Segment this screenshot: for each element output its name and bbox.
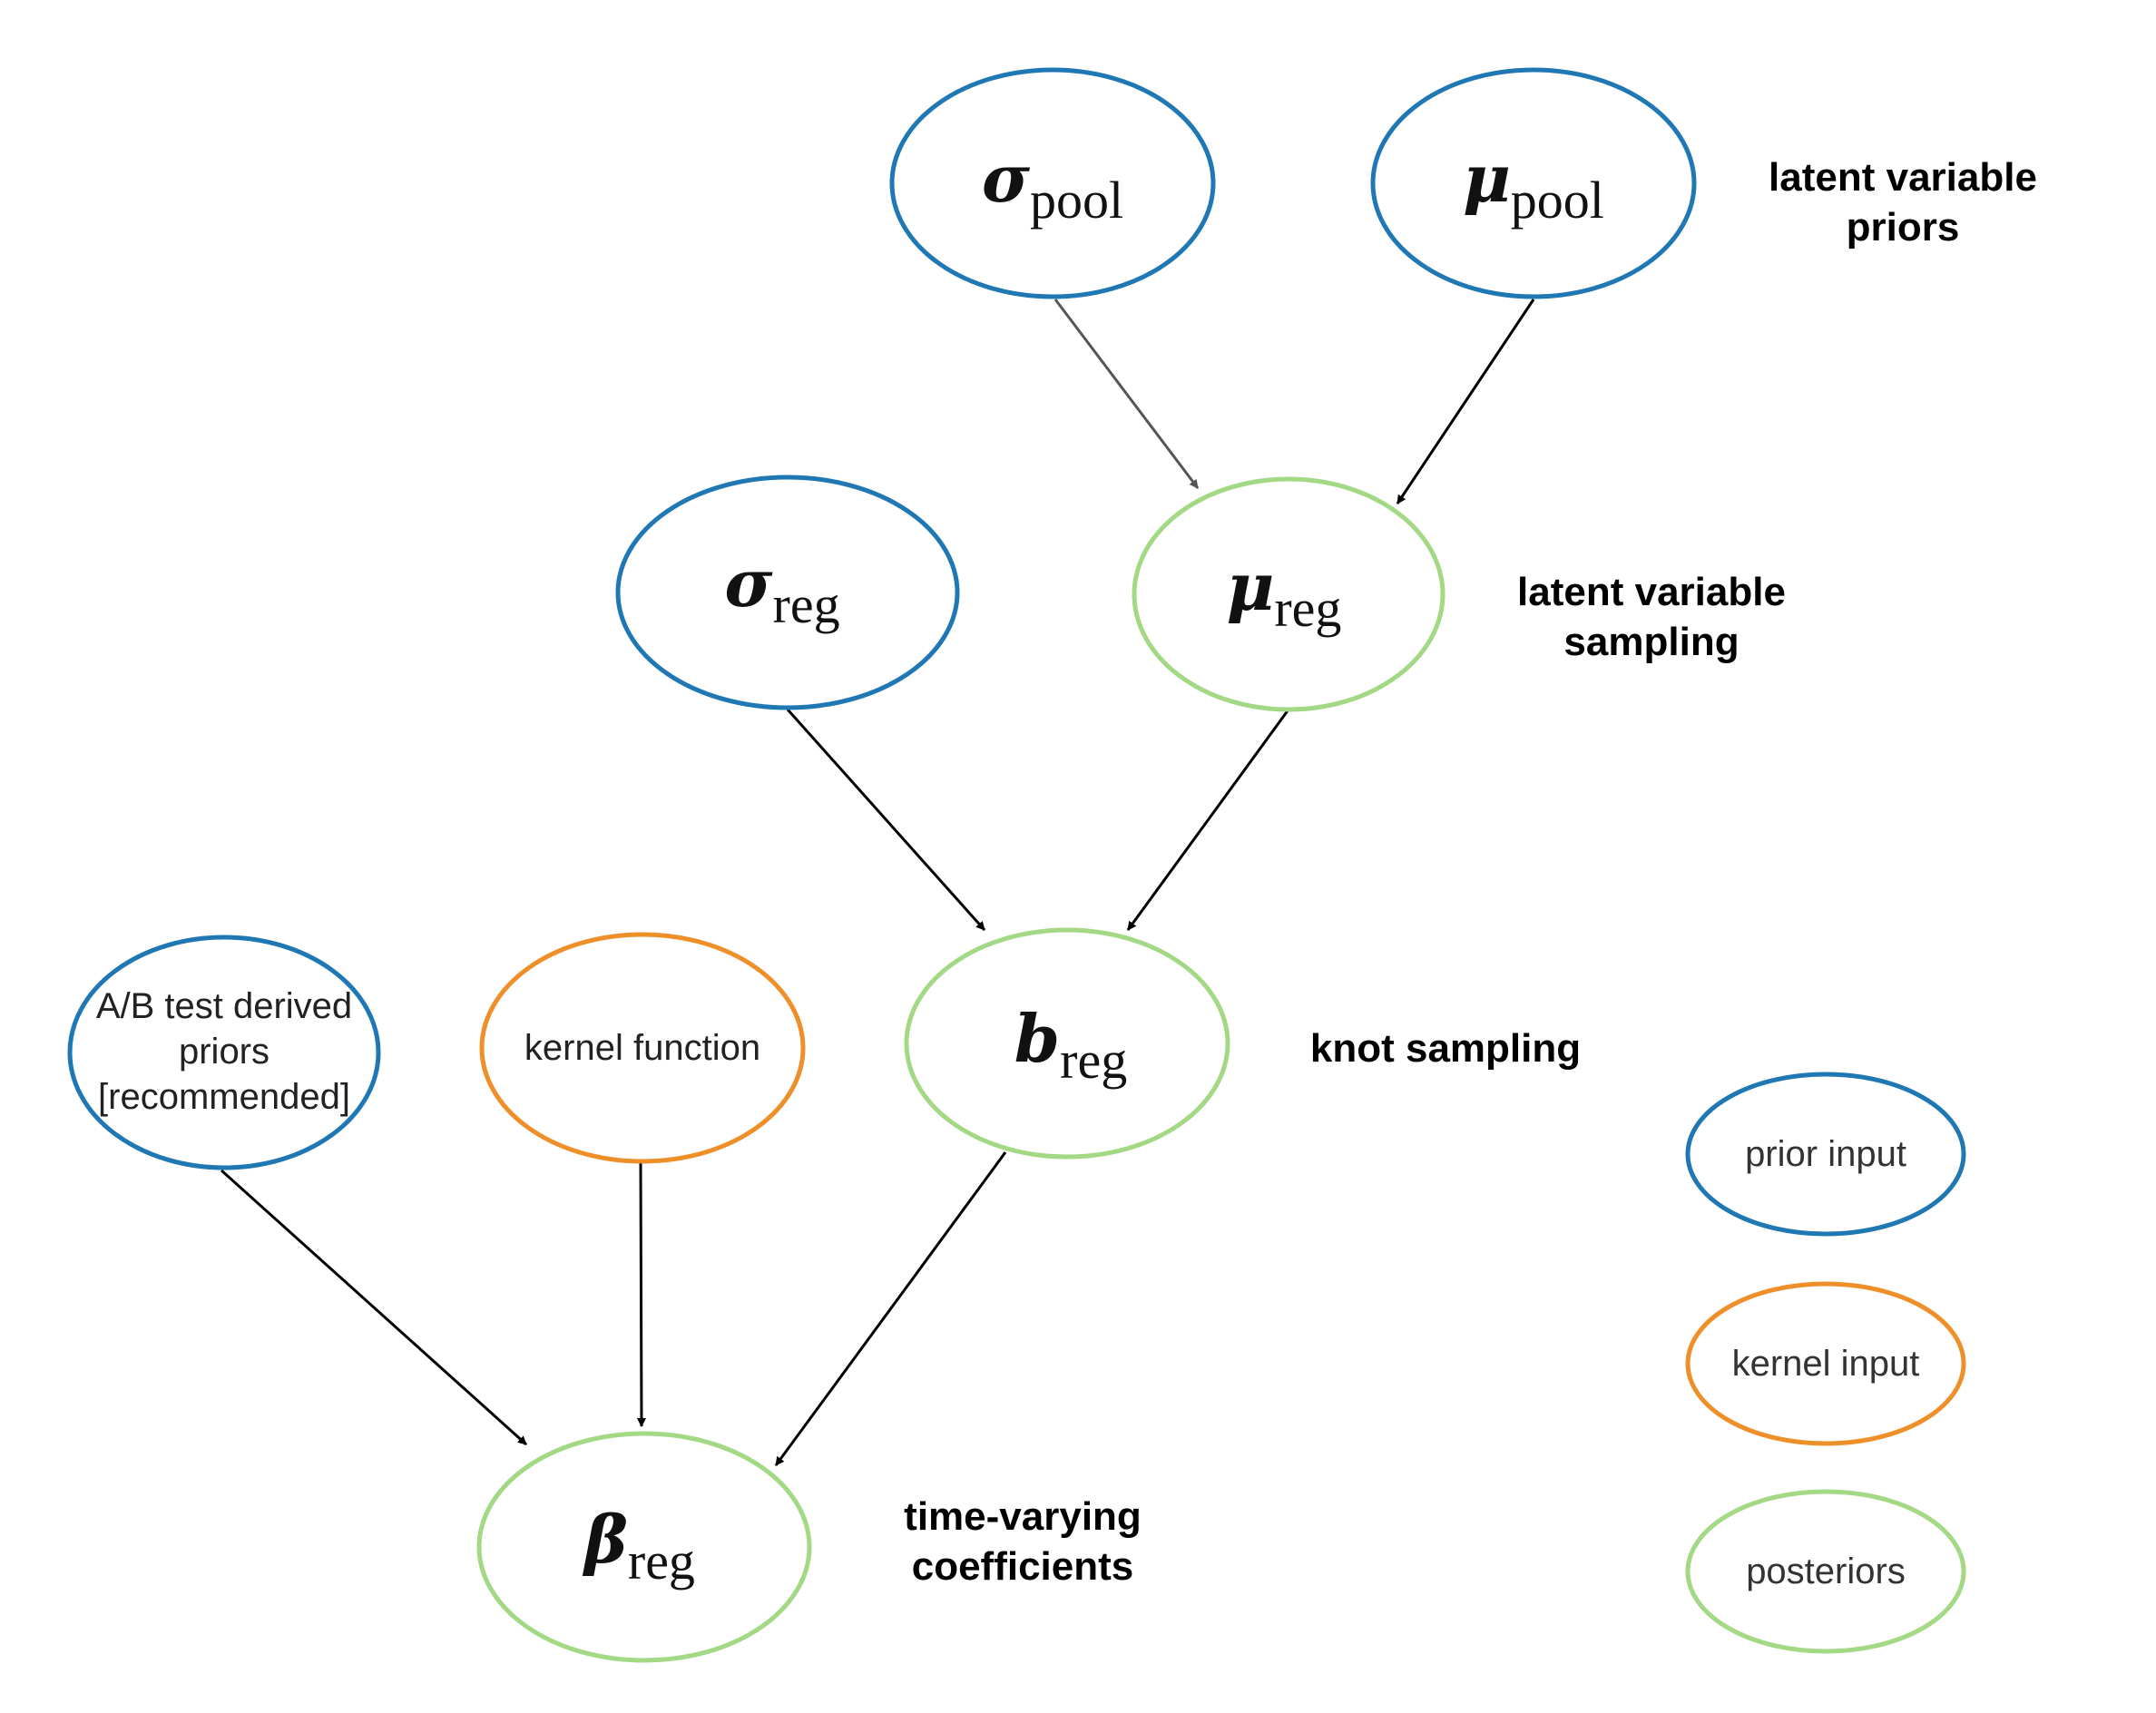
node-sigma-reg-shape xyxy=(615,475,960,710)
mu-pool-symbol: μ xyxy=(1463,140,1511,217)
stage-label-priors-line-2: priors xyxy=(1847,205,1960,250)
edge-b-reg-to-beta-reg xyxy=(774,1151,1007,1466)
legend-prior: prior input xyxy=(1685,1072,1966,1237)
node-ab-test-priors-shape xyxy=(67,935,381,1170)
edge-mu-reg-to-b-reg xyxy=(1126,709,1290,931)
stage-label-sampling-line-1: latent variable xyxy=(1517,570,1786,614)
node-mu-pool-label: μpool xyxy=(1463,140,1604,230)
node-mu-reg-label: μreg xyxy=(1227,548,1342,638)
ab-priors-line-3: [recommended] xyxy=(98,1077,350,1117)
node-mu-reg-shape xyxy=(1132,476,1446,712)
b-reg-symbol: b xyxy=(1014,1000,1060,1077)
node-sigma-reg: σreg xyxy=(615,475,960,710)
edge-sigma-pool-to-mu-reg xyxy=(1054,299,1200,489)
stage-label-knot: knot sampling xyxy=(1310,1026,1581,1071)
kernel-function-label: kernel function xyxy=(524,1028,760,1068)
node-sigma-pool: σpool xyxy=(889,67,1216,299)
mu-pool-subscript: pool xyxy=(1511,171,1604,230)
stage-labels: latent variable priors latent variable s… xyxy=(904,155,2037,1589)
stage-label-coefficients-line-2: coefficients xyxy=(912,1544,1134,1589)
node-mu-pool-shape xyxy=(1370,67,1697,299)
edge-ab-priors-to-beta-reg xyxy=(220,1169,528,1446)
legend-posterior-label: posteriors xyxy=(1746,1551,1906,1591)
stage-label-sampling-line-2: sampling xyxy=(1563,620,1739,664)
edges xyxy=(220,299,1535,1466)
node-beta-reg: βreg xyxy=(476,1431,812,1663)
legend-prior-swatch xyxy=(1685,1072,1966,1237)
edge-mu-pool-to-mu-reg xyxy=(1396,299,1535,504)
mu-reg-symbol: μ xyxy=(1227,548,1275,625)
ab-priors-line-1: A/B test derived xyxy=(96,986,352,1026)
legend-posterior-swatch xyxy=(1685,1489,1966,1654)
sigma-reg-symbol: σ xyxy=(724,544,773,622)
legend-kernel-swatch xyxy=(1685,1281,1966,1446)
node-ab-test-priors: A/B test derived priors [recommended] xyxy=(67,935,381,1170)
legend-posterior: posteriors xyxy=(1685,1489,1966,1654)
sigma-reg-subscript: reg xyxy=(773,575,840,634)
node-mu-reg: μreg xyxy=(1132,476,1446,712)
node-sigma-pool-shape xyxy=(889,67,1216,299)
legend: prior input kernel input posteriors xyxy=(1685,1072,1966,1654)
legend-kernel-label: kernel input xyxy=(1732,1344,1920,1384)
beta-reg-subscript: reg xyxy=(628,1532,695,1591)
legend-kernel: kernel input xyxy=(1685,1281,1966,1446)
edge-kernel-to-beta-reg xyxy=(636,1160,646,1427)
node-kernel-function-shape xyxy=(479,932,806,1164)
node-sigma-pool-label: σpool xyxy=(982,140,1123,230)
ab-priors-line-2: priors xyxy=(179,1032,270,1072)
edge-sigma-reg-to-b-reg xyxy=(786,709,986,931)
sigma-pool-symbol: σ xyxy=(982,140,1031,217)
node-sigma-reg-label: σreg xyxy=(724,544,839,634)
legend-prior-label: prior input xyxy=(1745,1134,1906,1174)
stage-label-coefficients-line-1: time-varying xyxy=(904,1494,1142,1539)
node-beta-reg-label: βreg xyxy=(582,1501,695,1591)
node-kernel-function: kernel function xyxy=(479,932,806,1164)
stage-label-priors-line-1: latent variable xyxy=(1769,155,2037,200)
mu-reg-subscript: reg xyxy=(1274,579,1341,638)
sigma-pool-subscript: pool xyxy=(1030,171,1123,230)
node-b-reg: breg xyxy=(904,927,1230,1160)
b-reg-subscript: reg xyxy=(1060,1031,1127,1090)
node-b-reg-label: breg xyxy=(1014,1000,1127,1090)
beta-reg-symbol: β xyxy=(582,1501,628,1578)
node-mu-pool: μpool xyxy=(1370,67,1697,299)
node-b-reg-shape xyxy=(904,927,1230,1160)
node-beta-reg-shape xyxy=(476,1431,812,1663)
